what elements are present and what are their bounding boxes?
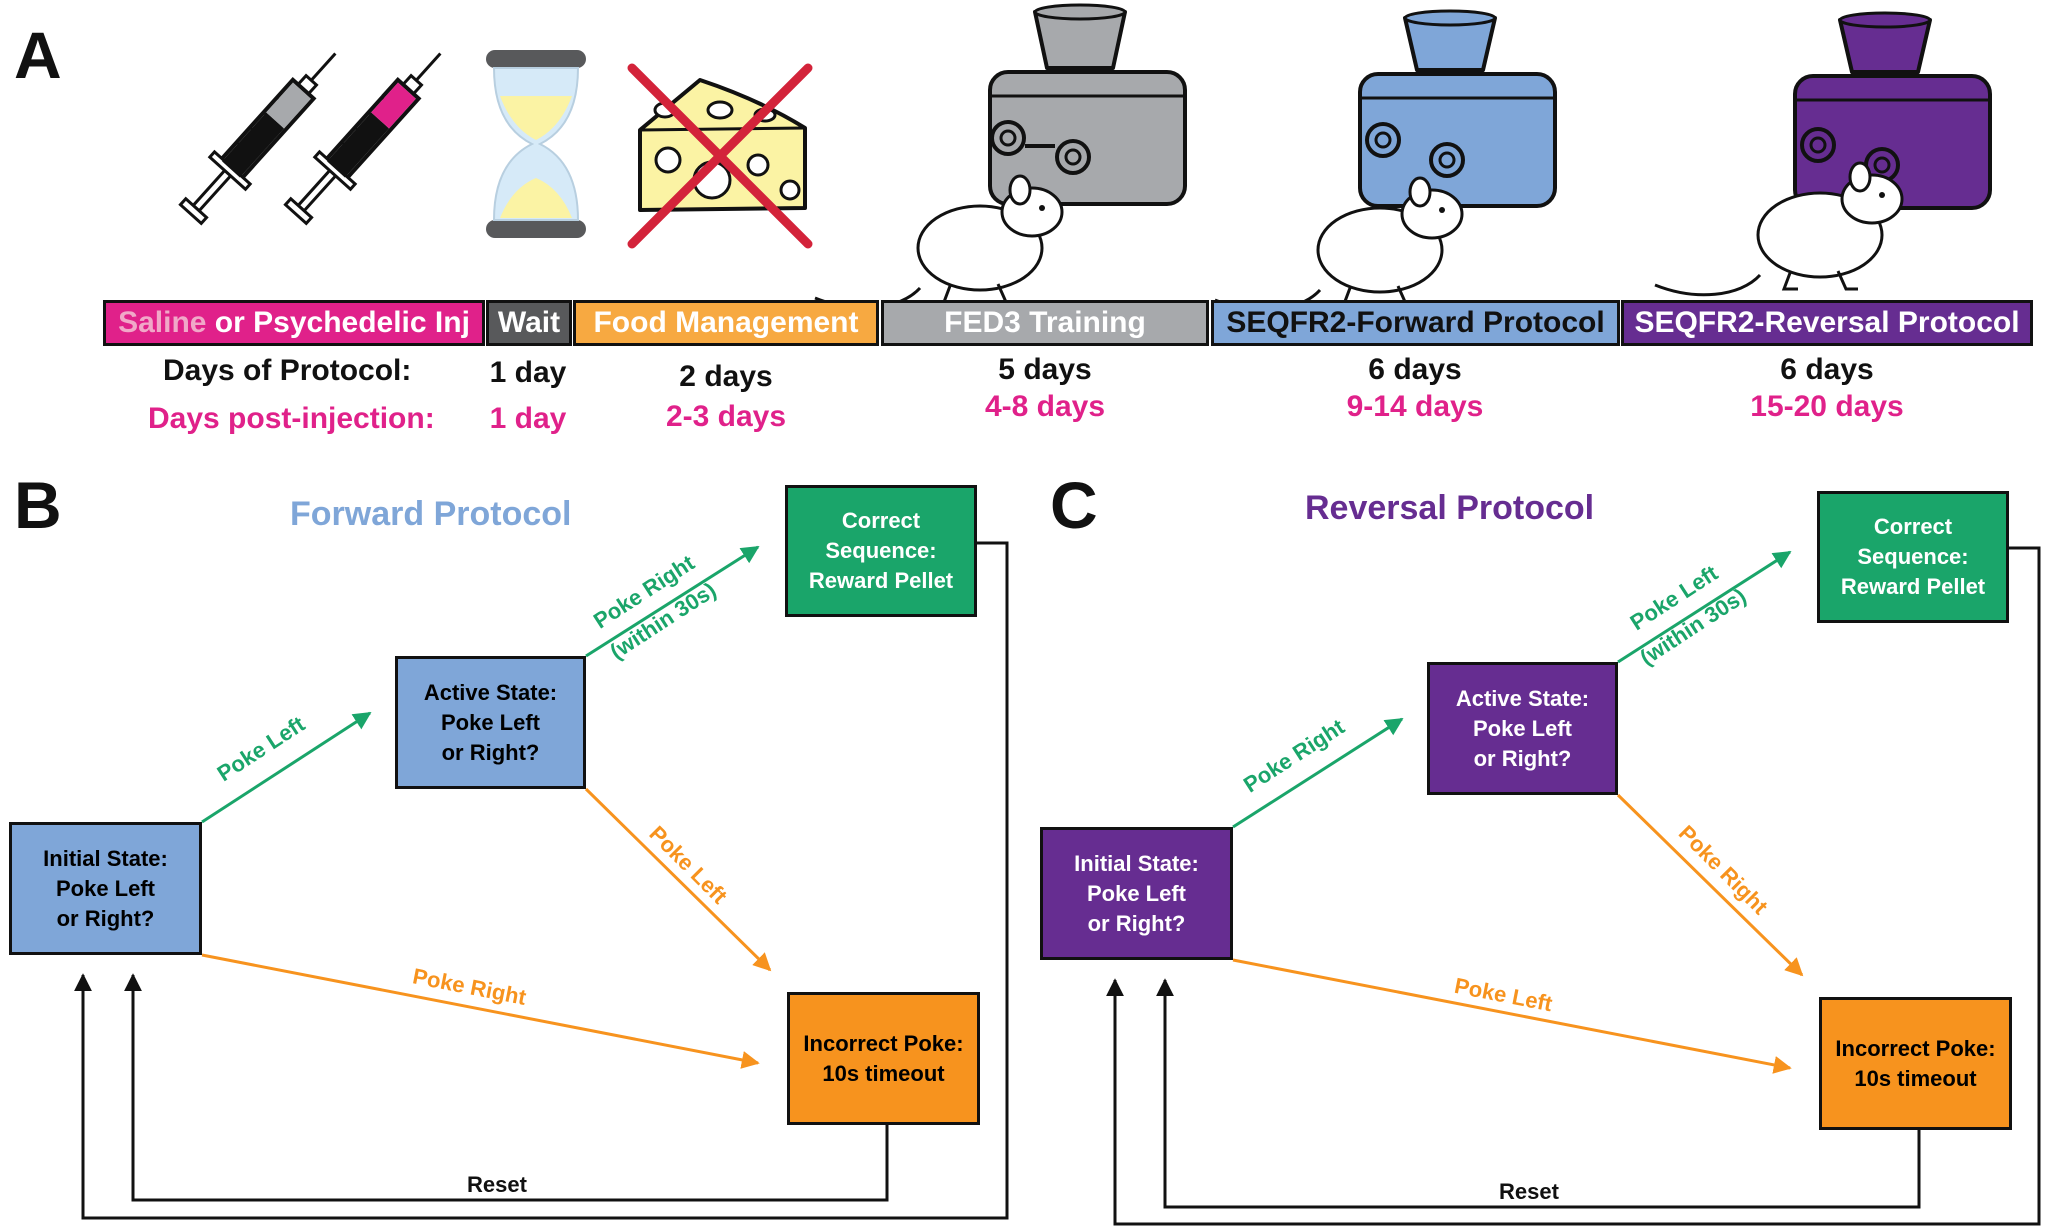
post-days-reversal: 15-20 days: [1750, 390, 1904, 423]
edge-label-active-incorrect: Poke Right: [1674, 820, 1773, 919]
label-days-of-protocol: Days of Protocol:: [163, 354, 412, 387]
active-state-box: Active State: Poke Left or Right?: [395, 656, 586, 789]
duration-food: 2 days: [679, 360, 773, 393]
post-days-fed3: 4-8 days: [984, 390, 1106, 423]
panel-label-b: B: [14, 468, 62, 542]
bar-forward-protocol: SEQFR2-Forward Protocol: [1211, 300, 1620, 346]
correct-sequence-label: Correct Sequence: Reward Pellet: [1840, 514, 1986, 599]
fed3-blue-icon: [1358, 9, 1557, 208]
arrow-initial-to-incorrect: [1232, 958, 1792, 1074]
arrow-active-to-correct: [1617, 550, 1792, 664]
fed3-purple-icon: [1793, 11, 1992, 210]
bar-fed3-training: FED3 Training: [881, 300, 1209, 346]
initial-state-label: Initial State: Poke Left or Right?: [43, 845, 168, 931]
edge-label-initial-incorrect: Poke Left: [1452, 973, 1555, 1017]
reversal-protocol-title: Reversal Protocol: [1305, 489, 1595, 527]
edge-label-reset: Reset: [467, 1172, 528, 1197]
initial-state-label: Initial State: Poke Left or Right?: [1074, 850, 1199, 936]
incorrect-poke-label: Incorrect Poke: 10s timeout: [1835, 1035, 1996, 1091]
reset-line-correct: [74, 541, 1009, 1220]
syringe-saline-icon: [171, 35, 356, 233]
edge-label-reset: Reset: [1499, 1179, 1560, 1204]
edge-label-active-incorrect: Poke Left: [644, 821, 732, 909]
edge-label-initial-active: Poke Right: [1239, 714, 1350, 798]
reset-line-correct: [1106, 546, 2041, 1226]
hourglass-icon: [486, 50, 586, 238]
arrow-initial-to-active: [1232, 717, 1404, 829]
label-days-post-injection: Days post-injection:: [148, 402, 435, 435]
arrow-active-to-incorrect: [1616, 793, 1804, 977]
arrow-initial-to-active: [201, 711, 372, 824]
reset-line-incorrect: [1156, 978, 1921, 1209]
panel-label-c: C: [1050, 468, 1098, 542]
fed3-gray-icon: [988, 3, 1187, 206]
incorrect-poke-box: Incorrect Poke: 10s timeout: [787, 992, 980, 1125]
bar-food-management: Food Management: [573, 300, 879, 346]
post-days-food: 2-3 days: [665, 400, 787, 433]
no-cheese-icon: [627, 63, 813, 249]
duration-wait: 1 day: [489, 356, 567, 389]
arrow-active-to-incorrect: [584, 787, 772, 972]
bar-injection-label: or Psychedelic Inj: [206, 306, 470, 339]
bar-injection-saline: Saline: [118, 306, 207, 339]
panel-label-a: A: [14, 18, 62, 92]
edge-label-initial-active: Poke Left: [213, 711, 310, 786]
correct-sequence-box: Correct Sequence: Reward Pellet: [1817, 491, 2009, 623]
active-state-label: Active State: Poke Left or Right?: [1455, 685, 1590, 771]
initial-state-box: Initial State: Poke Left or Right?: [9, 822, 202, 955]
arrow-initial-to-incorrect: [201, 953, 760, 1069]
duration-fed3: 5 days: [998, 353, 1092, 386]
edge-label-initial-incorrect: Poke Right: [411, 963, 529, 1010]
reset-line-incorrect: [124, 973, 889, 1202]
illustrations: [171, 3, 1992, 300]
duration-reversal: 6 days: [1780, 353, 1874, 386]
bar-injection: Saline or Psychedelic Inj: [103, 300, 485, 346]
duration-forward: 6 days: [1368, 353, 1462, 386]
correct-sequence-box: Correct Sequence: Reward Pellet: [785, 485, 977, 617]
incorrect-poke-box: Incorrect Poke: 10s timeout: [1819, 997, 2012, 1130]
post-days-wait: 1 day: [489, 402, 567, 435]
bar-reversal-protocol: SEQFR2-Reversal Protocol: [1621, 300, 2033, 346]
post-days-forward: 9-14 days: [1346, 390, 1484, 423]
correct-sequence-label: Correct Sequence: Reward Pellet: [808, 508, 954, 593]
active-state-label: Active State: Poke Left or Right?: [423, 679, 558, 765]
bar-wait: Wait: [486, 300, 572, 346]
incorrect-poke-label: Incorrect Poke: 10s timeout: [803, 1030, 964, 1086]
forward-protocol-title: Forward Protocol: [290, 495, 572, 533]
initial-state-box: Initial State: Poke Left or Right?: [1040, 827, 1233, 960]
active-state-box: Active State: Poke Left or Right?: [1427, 662, 1618, 795]
arrow-active-to-correct: [585, 545, 760, 658]
syringe-psychedelic-icon: [276, 35, 461, 233]
